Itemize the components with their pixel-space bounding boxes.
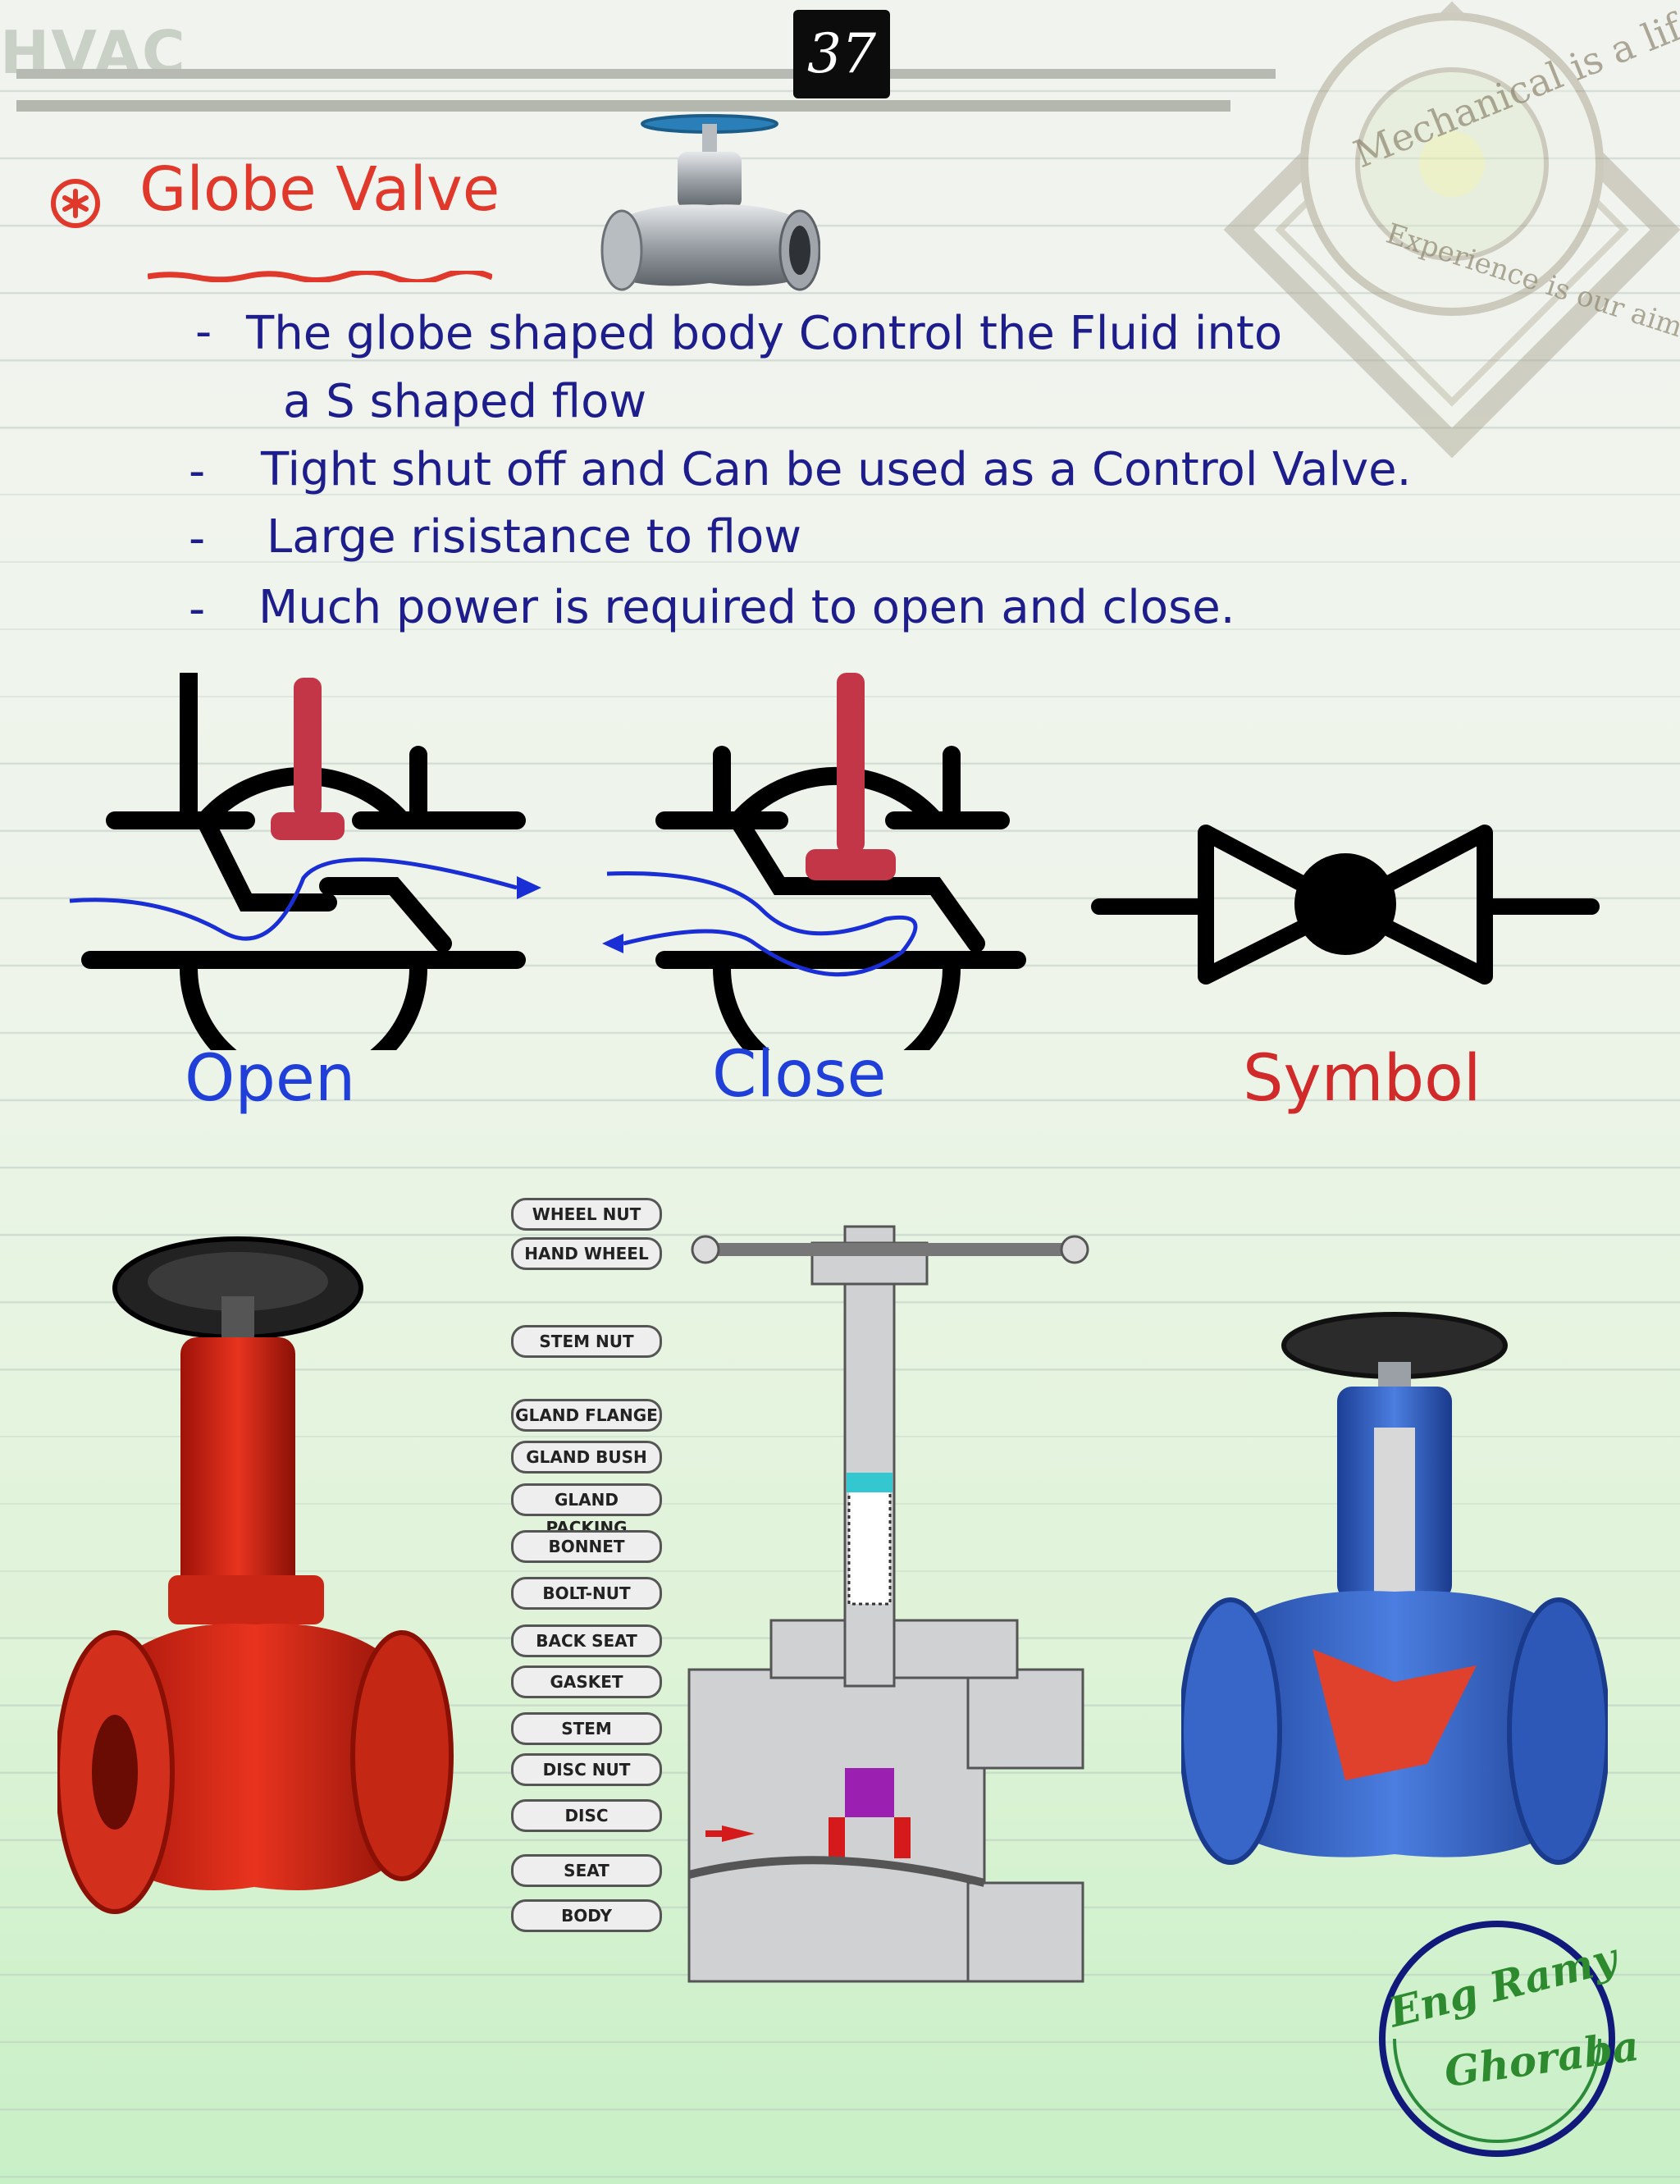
part-label-seat: SEAT [511,1854,662,1887]
open-label: Open [185,1042,356,1116]
part-label-hand-wheel: HAND WHEEL [511,1237,662,1270]
asterisk-bullet-icon [51,179,100,228]
bullet-2-text: Tight shut off and Can be used as a Cont… [261,443,1412,496]
title-underline [148,271,492,282]
bullet-3-text: Large risistance to flow [267,510,802,564]
bullet-2-dash: - [189,445,206,498]
header-rule-top [16,69,1276,79]
blue-cutaway-valve-photo [1181,1312,1608,1865]
header-rule-bottom [16,100,1230,112]
part-label-stem: STEM [511,1712,662,1745]
open-valve-diagram [69,673,541,1050]
bullet-4-dash: - [189,583,206,636]
bulb-icon [1419,131,1485,197]
part-label-bonnet: BONNET [511,1530,662,1563]
part-label-back-seat: BACK SEAT [511,1624,662,1657]
part-label-stem-nut: STEM NUT [511,1325,662,1358]
close-label: Close [712,1038,887,1112]
part-label-bolt-nut: BOLT-NUT [511,1577,662,1610]
bullet-1-line-1: The globe shaped body Control the Fluid … [246,307,1283,360]
part-label-gland-bush: GLAND BUSH [511,1441,662,1474]
part-label-gasket: GASKET [511,1665,662,1698]
symbol-label: Symbol [1243,1042,1481,1116]
close-valve-diagram [602,673,1026,1050]
bullet-3-dash: - [189,512,206,565]
page-number: 37 [793,10,890,98]
part-label-wheel-nut: WHEEL NUT [511,1198,662,1231]
part-label-body: BODY [511,1899,662,1932]
globe-valve-photo [600,114,820,291]
globe-valve-symbol [1091,825,1600,985]
part-label-gland-packing: GLAND PACKING [511,1483,662,1537]
red-globe-valve-photo [57,1236,454,1914]
bullet-1-line-2: a S shaped flow [283,375,647,428]
author-signature-logo [1379,1921,1615,2157]
bullet-1-dash: - [195,305,212,359]
part-label-disc-nut: DISC NUT [511,1753,662,1786]
globe-valve-cross-section [687,1225,1089,1983]
bullet-4-text: Much power is required to open and close… [258,581,1235,634]
part-label-gland-flange: GLAND FLANGE [511,1399,662,1432]
part-label-disc: DISC [511,1799,662,1832]
page-title: Globe Valve [139,154,500,225]
stamp-watermark: Mechanical is a life Experience is our a… [1223,0,1680,459]
